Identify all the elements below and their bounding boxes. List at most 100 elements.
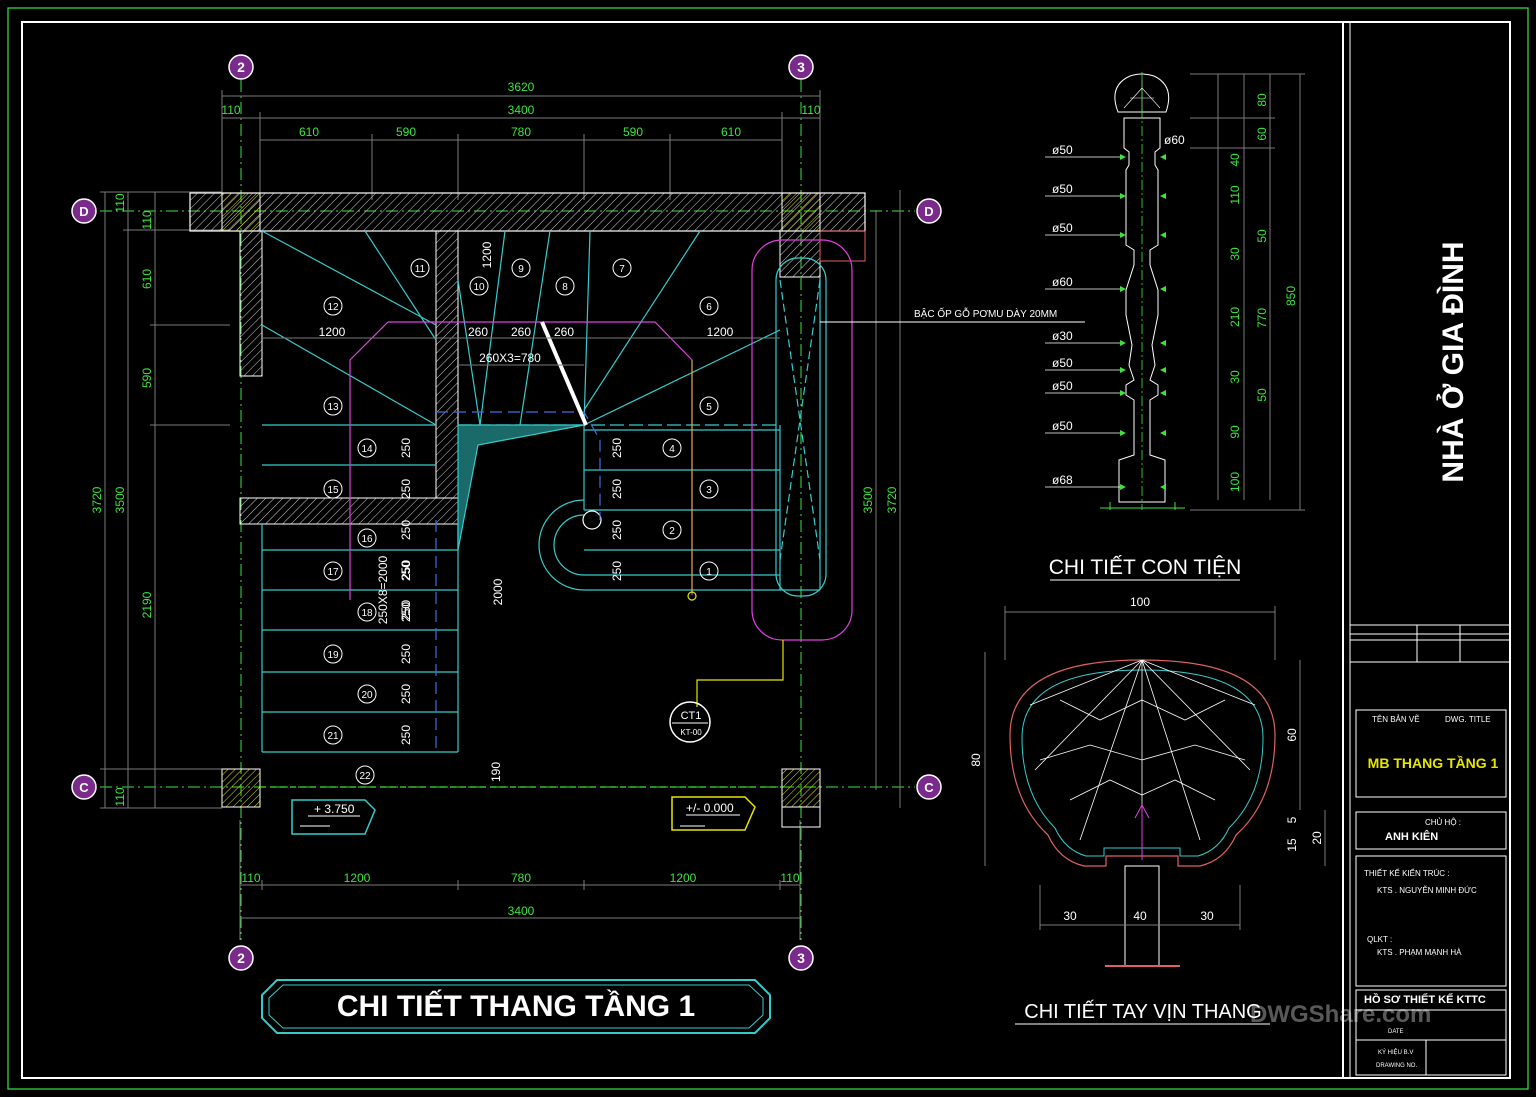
step-dim-1: 250 — [399, 438, 413, 458]
step-dim-14: 250 — [399, 600, 413, 620]
step-number-1: 1 — [699, 561, 719, 581]
diameter-top: ø60 — [1164, 133, 1185, 147]
svg-text:19: 19 — [327, 650, 339, 661]
svg-text:ø68: ø68 — [1052, 473, 1073, 487]
baluster-dim-a-1: 40 — [1228, 153, 1242, 167]
baluster-title: CHI TIẾT CON TIỆN — [1049, 556, 1242, 579]
sheet-number-label: KÝ HIỆU B.V — [1378, 1048, 1413, 1056]
dim-left-inner: 3500 — [113, 486, 127, 513]
dim-inner-v1200: 1200 — [480, 241, 494, 268]
handrail-plan — [349, 239, 853, 641]
step-dim-7: 250 — [399, 684, 413, 704]
dim-bottom-1200a: 1200 — [344, 871, 371, 885]
step-dim-5: 250 — [399, 602, 413, 622]
svg-text:C: C — [924, 780, 934, 795]
svg-text:18: 18 — [361, 608, 373, 619]
dim-bottom-left: 110 — [241, 871, 260, 885]
step-dim-6: 250 — [399, 644, 413, 664]
dim-top-seg-5: 610 — [721, 125, 741, 139]
step-number-17: 17 — [323, 561, 343, 581]
left-dimensions: 3720 3500 110 110 610 590 2190 110 — [90, 191, 230, 809]
handrail-dim-width: 100 — [1130, 595, 1150, 609]
owner-label: CHỦ HỘ : — [1425, 818, 1461, 827]
baluster-dim-a-5: 30 — [1228, 370, 1242, 384]
baluster-diameter-9: ø68 — [1045, 473, 1166, 490]
qlkt-name: KTS . PHẠM MẠNH HÀ — [1377, 948, 1462, 957]
dim-bottom-right: 110 — [780, 871, 799, 885]
handrail-dim-30a: 30 — [1063, 909, 1077, 923]
step-number-8: 8 — [555, 276, 575, 296]
baluster-diameter-5: ø30 — [1045, 329, 1166, 346]
svg-text:1: 1 — [706, 567, 712, 578]
dim-left-610: 610 — [140, 269, 154, 289]
dim-inner-260a: 260 — [468, 325, 488, 339]
drawing-title: MB THANG TẦNG 1 — [1368, 755, 1499, 771]
dim-inner-formula: 260X3=780 — [479, 351, 541, 365]
dim-inner-260c: 260 — [554, 325, 574, 339]
axis-bubble-bottom-right: 3 — [788, 945, 814, 971]
axis-bubble-top-left: 2 — [228, 54, 254, 80]
dim-inner-1200b: 1200 — [707, 325, 734, 339]
dim-top-overall: 3620 — [508, 80, 535, 94]
step-number-22: 22 — [355, 765, 375, 785]
svg-text:3: 3 — [797, 950, 805, 966]
baluster-dim-b-3: 50 — [1255, 229, 1269, 243]
baluster-dim-a-3: 30 — [1228, 247, 1242, 261]
plan-title: CHI TIẾT THANG TẦNG 1 — [261, 979, 771, 1034]
watermark: DWGShare.com — [1250, 1001, 1431, 1028]
material-note: BẬC ỐP GỖ PƠMU DÀY 20MM — [914, 306, 1057, 320]
step-dim-3: 250 — [399, 520, 413, 540]
level-upper: + 3.750 — [291, 799, 376, 835]
dim-top-seg-2: 590 — [396, 125, 416, 139]
svg-text:9: 9 — [518, 264, 524, 275]
step-dim-8: 250 — [399, 725, 413, 745]
svg-text:4: 4 — [669, 444, 675, 455]
svg-text:11: 11 — [415, 264, 426, 275]
stair-outline — [260, 230, 853, 788]
handrail-detail: 100 80 60 5 15 20 30 40 30 CHI TIẾT TAY … — [969, 595, 1326, 1025]
step-dim-9: 250 — [610, 438, 624, 458]
handrail-dim-30b: 30 — [1200, 909, 1214, 923]
svg-text:21: 21 — [327, 731, 339, 742]
dim-top-seg-1: 610 — [299, 125, 319, 139]
svg-text:3: 3 — [797, 59, 805, 75]
section-line — [540, 321, 588, 426]
step-number-2: 2 — [662, 520, 682, 540]
bottom-dimensions: 110 1200 780 1200 110 3400 — [240, 871, 800, 919]
title-block: NHÀ Ở GIA ĐÌNH TÊN BẢN VẼ DWG. TITLE MB … — [1250, 241, 1510, 1076]
step-number-14: 14 — [357, 438, 377, 458]
svg-text:CT1: CT1 — [681, 710, 702, 722]
sheet-frame — [7, 7, 1529, 1090]
dim-inner-flight: 250X8=2000 — [376, 555, 390, 624]
svg-text:13: 13 — [327, 402, 339, 413]
baluster-diameter-6: ø50 — [1045, 356, 1166, 373]
step-dim-2: 250 — [399, 479, 413, 499]
dim-right-inner: 3500 — [861, 486, 875, 513]
baluster-diameter-1: ø50 — [1045, 143, 1166, 160]
dim-top-seg-3: 780 — [511, 125, 531, 139]
sheet-number-label-en: DRAWING NO. — [1376, 1063, 1417, 1069]
step-number-10: 10 — [469, 276, 489, 296]
baluster-diameter-4: ø60 — [1045, 275, 1166, 292]
dim-left-2190: 2190 — [140, 591, 154, 618]
dim-top-left-wall: 110 — [221, 103, 240, 117]
dim-top-right-wall: 110 — [801, 103, 820, 117]
svg-text:7: 7 — [619, 264, 625, 275]
handrail-dim-height: 80 — [969, 753, 983, 767]
svg-text:14: 14 — [361, 444, 373, 455]
svg-text:2: 2 — [237, 59, 245, 75]
svg-text:ø50: ø50 — [1052, 143, 1073, 157]
step-number-11: 11 — [410, 258, 430, 278]
level-lower: +/- 0.000 — [671, 796, 756, 831]
step-number-20: 20 — [357, 684, 377, 704]
svg-text:D: D — [924, 204, 933, 219]
dim-left-590: 590 — [140, 368, 154, 388]
handrail-dim-5: 5 — [1285, 816, 1299, 823]
step-dim-11: 250 — [610, 520, 624, 540]
handrail-dim-60: 60 — [1285, 728, 1299, 742]
dim-inner-v190: 190 — [489, 762, 503, 782]
step-number-18: 18 — [357, 602, 377, 622]
plan-title-text: CHI TIẾT THANG TẦNG 1 — [337, 989, 695, 1023]
svg-text:17: 17 — [327, 567, 339, 578]
baluster-dim-b-2: 60 — [1255, 127, 1269, 141]
